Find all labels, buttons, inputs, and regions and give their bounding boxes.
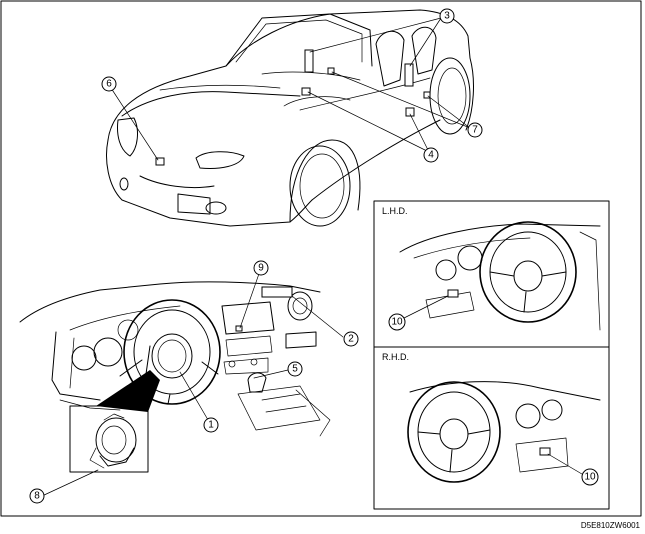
lhd-inset: L.H.D. xyxy=(373,200,610,348)
svg-text:1: 1 xyxy=(208,420,214,431)
car-illustration xyxy=(106,9,474,227)
part-7b-box xyxy=(423,91,431,99)
figure-code: D5E810ZW6001 xyxy=(581,521,641,530)
svg-text:10: 10 xyxy=(584,472,596,483)
part-10-rhd-box xyxy=(539,447,551,456)
inset-label-lhd: L.H.D. xyxy=(382,206,408,216)
part-3a-box xyxy=(304,49,314,73)
callout-7: 7 xyxy=(467,122,483,138)
part-4b-box xyxy=(405,107,415,117)
dashboard-illustration xyxy=(19,281,331,437)
passenger-airbag xyxy=(261,286,293,298)
rhd-inset: R.H.D. xyxy=(373,346,610,510)
callout-2: 2 xyxy=(343,331,359,347)
dashboard-leaders xyxy=(41,267,344,497)
callout-1: 1 xyxy=(203,417,219,433)
part-3b-box xyxy=(404,63,414,87)
part-6-box xyxy=(155,157,165,166)
callout-8: 8 xyxy=(29,488,45,504)
callout-3: 3 xyxy=(439,8,455,24)
part-4a-box xyxy=(301,87,311,96)
part-10-lhd-box xyxy=(447,289,459,298)
part-9-box xyxy=(235,325,243,332)
svg-text:6: 6 xyxy=(106,79,112,90)
svg-text:8: 8 xyxy=(34,491,40,502)
callout-6: 6 xyxy=(101,76,117,92)
svg-text:10: 10 xyxy=(391,317,403,328)
callout-10-lhd: 10 xyxy=(388,313,406,331)
svg-text:2: 2 xyxy=(348,334,354,345)
inset-label-rhd: R.H.D. xyxy=(382,352,409,362)
car-leaders xyxy=(110,17,471,161)
figure-frame xyxy=(0,0,642,517)
driver-airbag xyxy=(151,333,193,379)
part-7a-box xyxy=(327,67,335,75)
svg-text:3: 3 xyxy=(444,11,450,22)
clock-spring-inset xyxy=(69,370,160,473)
callout-4: 4 xyxy=(423,147,439,163)
svg-text:7: 7 xyxy=(472,125,478,136)
callout-10-rhd: 10 xyxy=(581,468,599,486)
callout-5: 5 xyxy=(287,361,303,377)
svg-text:4: 4 xyxy=(428,150,434,161)
callout-9: 9 xyxy=(253,260,269,276)
svg-text:9: 9 xyxy=(258,263,264,274)
svg-text:5: 5 xyxy=(292,364,298,375)
